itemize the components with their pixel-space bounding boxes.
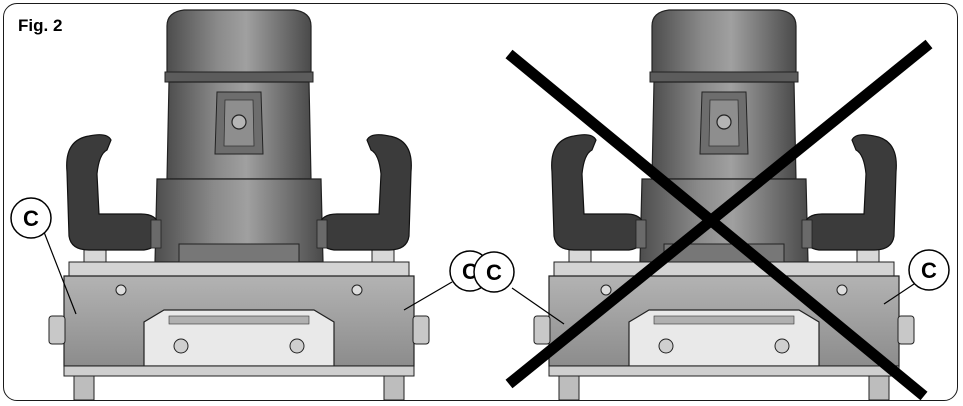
callout-c-left: C [10, 197, 77, 315]
figure-label: Fig. 2 [18, 16, 63, 35]
cross-out-mark [505, 39, 933, 400]
callout-letter: C [921, 258, 937, 283]
callout-letter: C [23, 206, 39, 231]
callout-letter: C [486, 260, 502, 285]
callout-c-far-right: C [883, 249, 950, 305]
figure-frame: Fig. 2 [3, 3, 958, 401]
callout-c-middle: C [473, 251, 565, 325]
callout-letter: C [462, 259, 478, 284]
router-correct [48, 9, 430, 400]
figure-illustration: C C C C [10, 9, 950, 400]
